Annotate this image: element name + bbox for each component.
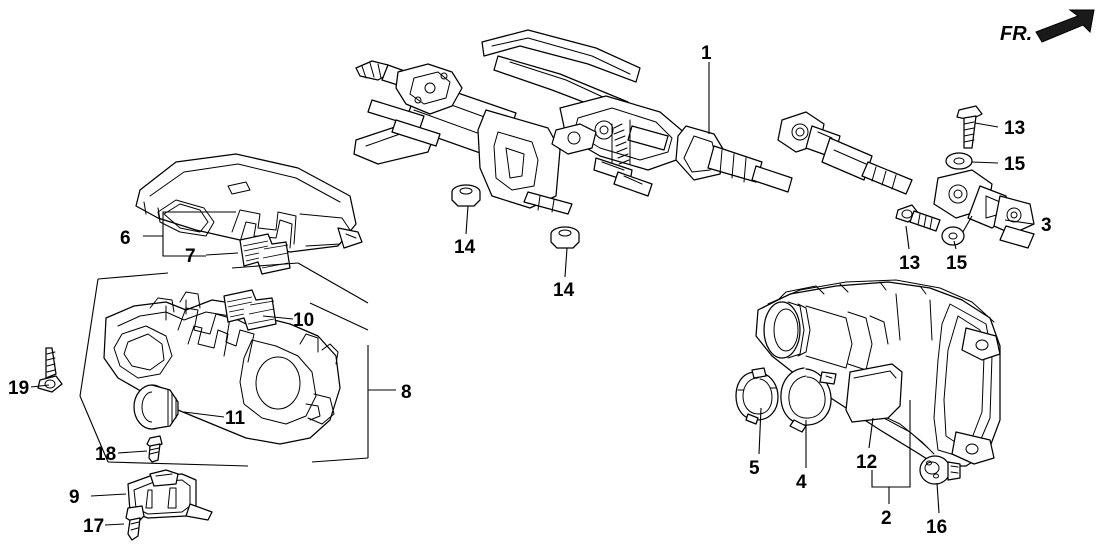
orientation-marker: FR. [1000, 9, 1095, 45]
callout-9: 9 [69, 487, 80, 508]
leader-10 [262, 315, 294, 320]
leader-14-right [564, 247, 568, 278]
callout-12: 12 [856, 452, 877, 473]
column-flange-nut-left [451, 184, 481, 207]
callout-5: 5 [749, 458, 760, 479]
callout-6: 6 [120, 228, 131, 249]
push-pin-clip [125, 505, 145, 541]
fr-label: FR. [1000, 23, 1032, 45]
cover-tapping-screw [146, 435, 163, 463]
column-cover-clip-upper [239, 233, 291, 275]
leader-15-lower [953, 240, 957, 250]
leader-19 [117, 450, 148, 454]
housing-mount-bolt [919, 455, 961, 485]
callout-3: 3 [1041, 215, 1052, 236]
leader-11 [183, 411, 225, 418]
lower-housing-group-bracket [871, 400, 911, 504]
lower-column-cover [103, 291, 341, 445]
callout-15-upper: 15 [1004, 154, 1026, 175]
callout-14-left: 14 [454, 237, 476, 258]
leader-15-upper [971, 161, 999, 164]
lower-cover-assembly-boundary [79, 262, 369, 467]
rubber-boot-seal [845, 363, 903, 423]
joint-bolt-upper [956, 105, 983, 149]
column-bracket-holder [127, 469, 213, 521]
callout-13-lower: 13 [899, 253, 920, 274]
callout-19: 18 [95, 444, 116, 465]
callout-15-lower: 15 [946, 253, 968, 274]
arrow-up-right-icon [1035, 9, 1095, 43]
leader-18 [30, 384, 50, 388]
leader-13-lower [905, 225, 910, 250]
callout-11: 11 [225, 408, 246, 429]
joint-washer-upper [945, 152, 973, 170]
leader-17 [104, 523, 125, 526]
callout-16: 16 [926, 517, 947, 538]
leader-13-upper [974, 122, 999, 128]
joint-bolt-lower [895, 204, 941, 232]
callout-1: 1 [701, 43, 712, 64]
leader-3 [1004, 219, 1034, 225]
column-bushing-ring [133, 384, 179, 430]
clamp-ring-large [780, 367, 837, 433]
callout-4: 4 [796, 472, 807, 493]
column-flange-nut-right [550, 226, 580, 249]
leader-5 [758, 407, 762, 455]
callout-7: 7 [185, 246, 196, 267]
callout-14-right: 14 [553, 280, 575, 301]
callout-18: 19 [8, 378, 29, 399]
callout-17: 17 [83, 516, 104, 537]
intermediate-shaft-and-joint [777, 111, 913, 195]
leader-14-left [465, 205, 469, 235]
leader-9 [90, 493, 127, 497]
leader-7 [205, 252, 239, 256]
callout-8: 8 [401, 382, 412, 403]
leader-6-bracket [143, 211, 236, 257]
callout-2: 2 [881, 508, 892, 529]
callout-13-upper: 13 [1004, 118, 1025, 139]
steering-column-assembly [353, 29, 793, 215]
upper-column-cover [135, 153, 363, 253]
leader-16 [936, 482, 940, 514]
column-cover-clip-lower [223, 289, 277, 331]
joint-washer-lower [941, 226, 965, 246]
leader-12 [868, 417, 874, 449]
callout-10: 10 [293, 310, 314, 331]
clamp-ring-small [735, 367, 779, 425]
